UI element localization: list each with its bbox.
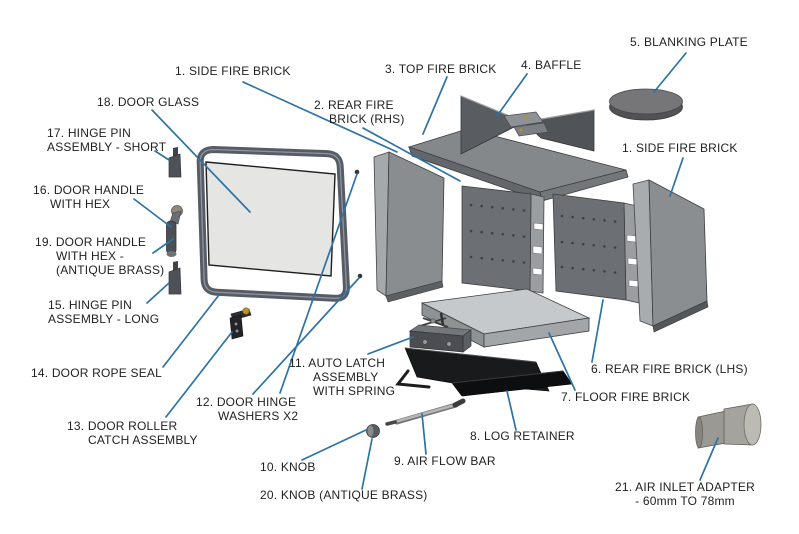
label-top-fire-brick: 3. TOP FIRE BRICK (385, 62, 497, 76)
label-side-fire-brick-left: 1. SIDE FIRE BRICK (175, 64, 291, 78)
label-knob: 10. KNOB (260, 460, 316, 474)
door-rope-seal-part (196, 146, 350, 302)
hinge-pin-short-part (168, 147, 182, 178)
log-retainer-part (395, 347, 573, 397)
label-door-rope-seal: 14. DOOR ROPE SEAL (31, 366, 162, 380)
rear-fire-brick-rhs-part (461, 185, 545, 294)
rear-fire-brick-lhs-part (552, 193, 640, 304)
knob-part (366, 424, 380, 438)
side-fire-brick-right-part (632, 179, 709, 333)
auto-latch-assembly-part (408, 312, 472, 353)
door-roller-catch-part (229, 307, 252, 340)
label-baffle: 4. BAFFLE (521, 58, 582, 72)
label-air-flow-bar: 9. AIR FLOW BAR (394, 454, 496, 468)
label-auto-latch: 11. AUTO LATCH ASSEMBLY WITH SPRING (289, 356, 396, 398)
label-door-handle-antique: 19. DOOR HANDLE WITH HEX - (ANTIQUE BRAS… (35, 235, 165, 277)
label-log-retainer: 8. LOG RETAINER (470, 429, 575, 443)
label-rear-fire-brick-lhs: 6. REAR FIRE BRICK (LHS) (591, 362, 748, 376)
label-floor-fire-brick: 7. FLOOR FIRE BRICK (561, 390, 691, 404)
blanking-plate-part (609, 88, 683, 121)
label-door-hinge-washers: 12. DOOR HINGE WASHERS X2 (196, 395, 299, 423)
air-inlet-adapter-part (695, 403, 762, 449)
door-glass-part (205, 161, 336, 277)
hinge-pin-long-part (168, 261, 182, 295)
air-flow-bar-part (385, 398, 466, 426)
label-side-fire-brick-right: 1. SIDE FIRE BRICK (622, 141, 738, 155)
door-hinge-washers-part (354, 169, 363, 279)
baffle-part (460, 95, 595, 155)
label-rear-fire-brick-rhs: 2. REAR FIRE BRICK (RHS) (314, 98, 405, 126)
label-door-roller-catch: 13. DOOR ROLLER CATCH ASSEMBLY (67, 419, 198, 447)
lhs-brick-holes (560, 214, 617, 274)
label-air-inlet-adapter: 21. AIR INLET ADAPTER - 60mm TO 78mm (614, 480, 756, 508)
label-door-glass: 18. DOOR GLASS (97, 95, 200, 109)
label-blanking-plate: 5. BLANKING PLATE (630, 35, 748, 49)
label-knob-antique: 20. KNOB (ANTIQUE BRASS) (260, 488, 428, 502)
label-door-handle-hex: 16. DOOR HANDLE WITH HEX (33, 183, 145, 211)
label-hinge-pin-short: 17. HINGE PIN ASSEMBLY - SHORT (47, 126, 167, 154)
side-fire-brick-left-part (373, 151, 445, 303)
label-hinge-pin-long: 15. HINGE PIN ASSEMBLY - LONG (48, 298, 160, 326)
door-handle-part (166, 205, 183, 257)
leader-lines (133, 52, 719, 490)
rhs-brick-holes (469, 203, 526, 264)
